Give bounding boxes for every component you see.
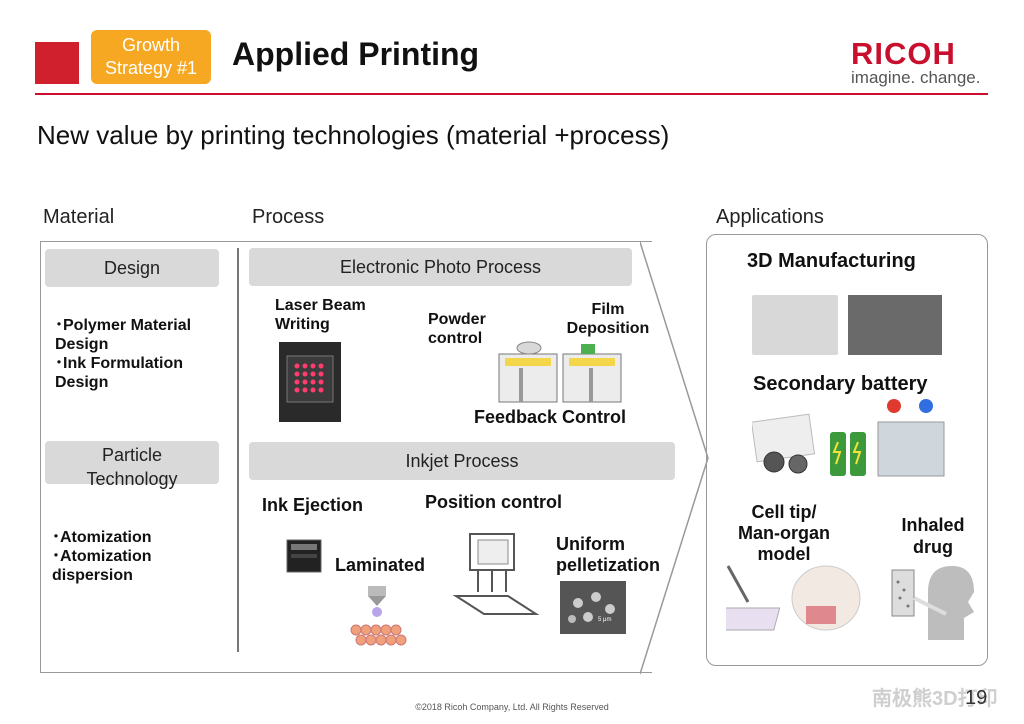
particle-item-line: ･Atomization: [52, 548, 152, 565]
drug-line-2: drug: [913, 537, 953, 557]
film-line-1: Film: [591, 301, 625, 318]
particle-bar-line-2: Technology: [86, 469, 178, 489]
powder-bed-diagram: [498, 341, 622, 403]
design-item-line: Design: [55, 336, 109, 353]
design-item-line: Design: [55, 374, 109, 391]
copyright-footer: ©2018 Ricoh Company, Ltd. All Rights Res…: [415, 702, 609, 712]
particle-bar-line-1: Particle: [101, 445, 163, 465]
3d-manufacturing-heading: 3D Manufacturing: [747, 250, 916, 272]
position-control-label: Position control: [425, 492, 562, 512]
design-items: ･Polymer Material Design ･Ink Formulatio…: [55, 316, 191, 392]
applications-box: [706, 234, 988, 666]
laminated-label: Laminated: [335, 555, 426, 575]
arrow-chevron-icon: [640, 241, 709, 675]
design-item-line: ･Ink Formulation: [55, 355, 184, 372]
sem-micrograph-image: 5 μm: [560, 581, 626, 634]
film-deposition-label: Film Deposition: [562, 300, 654, 338]
material-process-frame: [40, 241, 652, 673]
watermark-text: 南极熊3D打印: [872, 688, 998, 710]
laser-chip-image: [279, 342, 341, 422]
badge-line-1: Growth: [121, 35, 181, 55]
ink-ejection-label: Ink Ejection: [262, 495, 364, 515]
ricoh-logo: RICOH: [851, 36, 956, 71]
inhaler-face-icon: [891, 566, 974, 640]
powder-line-1: Powder: [428, 311, 486, 328]
feedback-control-label: Feedback Control: [474, 407, 627, 427]
secondary-battery-heading: Secondary battery: [753, 373, 928, 395]
applications-heading: Applications: [716, 206, 824, 228]
laser-line-1: Laser Beam: [275, 297, 366, 314]
process-heading: Process: [252, 206, 325, 228]
drug-line-1: Inhaled: [901, 515, 965, 535]
laser-beam-writing-label: Laser Beam Writing: [275, 296, 366, 334]
uniform-pelletization-label: Uniform pelletization: [556, 534, 660, 576]
laser-line-2: Writing: [275, 316, 330, 333]
uniform-line-2: pelletization: [556, 555, 661, 575]
material-heading: Material: [43, 206, 115, 228]
red-square-mark: [35, 42, 79, 84]
particle-items: ･Atomization ･Atomization dispersion: [52, 528, 152, 585]
engine-block-image: [752, 295, 838, 355]
organ-model-image: [726, 565, 861, 631]
slide-subtitle: New value by printing technologies (mate…: [37, 120, 670, 150]
growth-strategy-badge: Growth Strategy #1: [91, 30, 211, 84]
column-divider: [237, 248, 239, 652]
3d-printed-part-image: [848, 295, 942, 355]
laminated-droplet-diagram: [350, 586, 407, 646]
electronic-photo-process-bar: Electronic Photo Process: [249, 248, 632, 286]
page-title: Applied Printing: [232, 36, 480, 72]
logo-tagline: imagine. change.: [851, 68, 981, 87]
sem-scale-label: 5 μm: [598, 617, 612, 623]
cell-tip-label: Cell tip/ Man-organ model: [729, 502, 839, 565]
powder-control-label: Powder control: [428, 310, 486, 348]
particle-item-line: dispersion: [52, 567, 133, 584]
inkjet-process-bar: Inkjet Process: [249, 442, 675, 480]
cell-line-3: model: [757, 544, 811, 564]
particle-item-line: ･Atomization: [52, 529, 152, 546]
inhaled-drug-label: Inhaled drug: [896, 514, 970, 558]
page-number: 19: [965, 687, 988, 709]
header-divider: [35, 93, 988, 95]
powder-line-2: control: [428, 330, 483, 347]
stage-machine-diagram: [452, 533, 540, 615]
particle-technology-bar: Particle Technology: [45, 441, 219, 489]
sem-particles-icon: [568, 592, 615, 623]
cell-line-1: Cell tip/: [751, 502, 817, 522]
design-item-line: ･Polymer Material: [55, 317, 192, 334]
battery-images: [752, 399, 945, 477]
design-bar: Design: [45, 249, 219, 287]
uniform-line-1: Uniform: [556, 534, 625, 554]
badge-line-2: Strategy #1: [104, 58, 198, 78]
inkjet-head-image: [286, 539, 322, 573]
film-line-2: Deposition: [566, 320, 650, 337]
cell-line-2: Man-organ: [738, 523, 830, 543]
